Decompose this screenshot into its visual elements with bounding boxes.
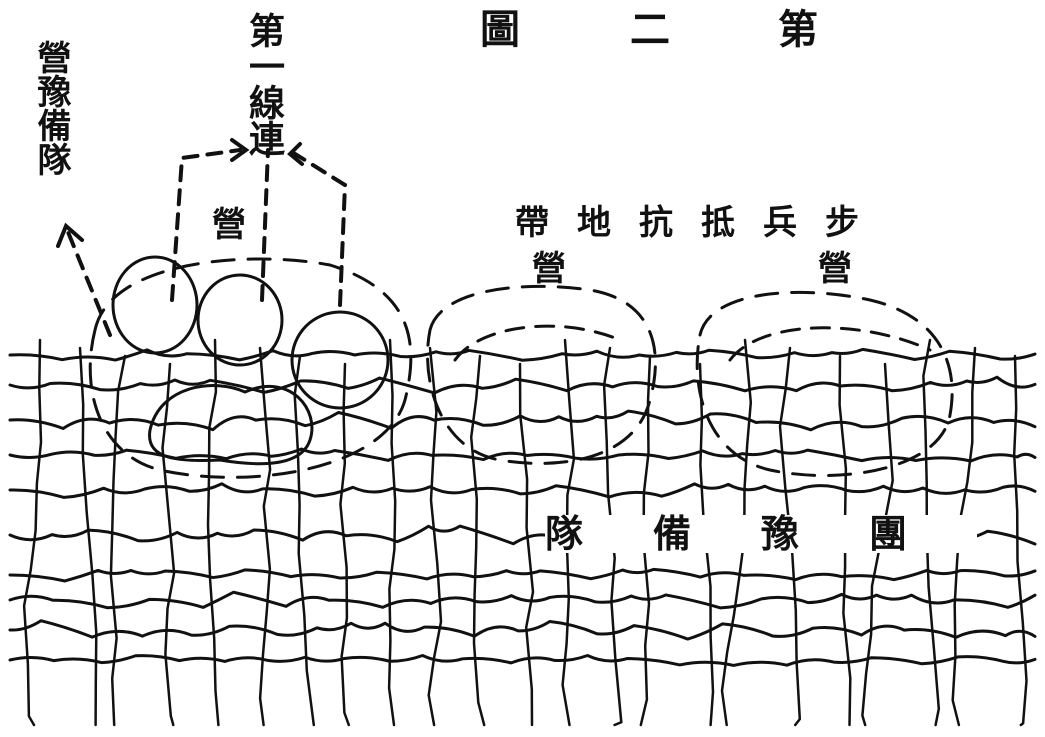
battalion-label-mid: 營 <box>532 249 566 289</box>
arrow-line-left <box>170 148 242 302</box>
communication-trench <box>1012 354 1028 727</box>
battalion-zone-mid <box>426 284 657 465</box>
communication-trench <box>109 354 127 727</box>
label-char: 備 <box>653 511 692 556</box>
communication-trench <box>698 362 715 727</box>
battalion-label-right: 營 <box>818 249 852 289</box>
label-char: 團 <box>869 511 908 556</box>
battalion-label-left: 營 <box>212 205 246 245</box>
terrain-line <box>8 653 1037 667</box>
label-char: 兵 <box>763 203 797 243</box>
terrain-line <box>8 347 1037 362</box>
reserve-arrowhead <box>56 222 84 248</box>
company-circle-1 <box>111 255 199 355</box>
label-char: 抗 <box>639 203 673 243</box>
company-circle-3 <box>290 310 390 410</box>
label-char: 隊 <box>545 511 584 556</box>
communication-trench <box>339 362 351 727</box>
first-line-company-label: 第一線連 <box>243 12 285 156</box>
communication-trench <box>518 362 535 727</box>
communication-trench <box>206 338 220 727</box>
arrow-line-right <box>290 150 348 307</box>
terrain-line <box>8 619 1037 641</box>
inner-arc-mid <box>453 324 622 362</box>
communication-trench <box>427 346 443 727</box>
inner-arc-right <box>728 326 932 362</box>
company-circle-2 <box>196 273 284 367</box>
communication-trench <box>720 338 753 727</box>
reserve-arrows <box>56 138 348 337</box>
communication-trench <box>78 346 98 727</box>
communication-trench <box>469 354 486 727</box>
label-char: 抵 <box>701 203 735 243</box>
arrowhead-left <box>287 142 304 166</box>
figure-title-end: 第 <box>778 10 818 50</box>
label-char: 帶 <box>515 203 549 243</box>
reserve-battalion-label: 營豫備隊 <box>31 40 71 176</box>
arrowhead-right <box>230 138 250 162</box>
label-char: 步 <box>825 203 859 243</box>
communication-trench <box>22 338 43 727</box>
figure-title: 圖 <box>480 10 520 50</box>
communication-trench <box>602 346 623 727</box>
label-char: 地 <box>577 203 611 243</box>
communication-trench <box>387 338 397 727</box>
figure-title-char-3: 圖 <box>480 6 520 53</box>
communication-trench <box>861 362 894 727</box>
communication-trench <box>293 354 316 727</box>
regiment-reserve-label: 隊備豫團 <box>545 511 978 556</box>
terrain-line <box>8 375 1037 395</box>
arrow-line-center <box>260 148 270 302</box>
terrain-line <box>8 590 1037 610</box>
label-char: 豫 <box>761 511 800 556</box>
reserve-arrow-line <box>66 230 112 337</box>
company-support-blob <box>148 384 314 466</box>
battalion-zone-left <box>88 257 413 479</box>
communication-trench <box>161 362 176 727</box>
figure-title-mid: 二 <box>630 10 670 50</box>
communication-trench <box>258 346 272 727</box>
battalion-positions <box>88 255 954 479</box>
battalion-zone-right <box>695 290 954 477</box>
figure-title-char-1: 第 <box>778 6 818 53</box>
terrain-line <box>8 567 1037 583</box>
terrain-lines <box>8 347 1037 667</box>
figure-title-char-2: 二 <box>630 6 670 53</box>
terrain-line <box>8 482 1037 499</box>
infantry-resistance-zone-label: 帶地抗抵兵步 <box>515 206 887 240</box>
